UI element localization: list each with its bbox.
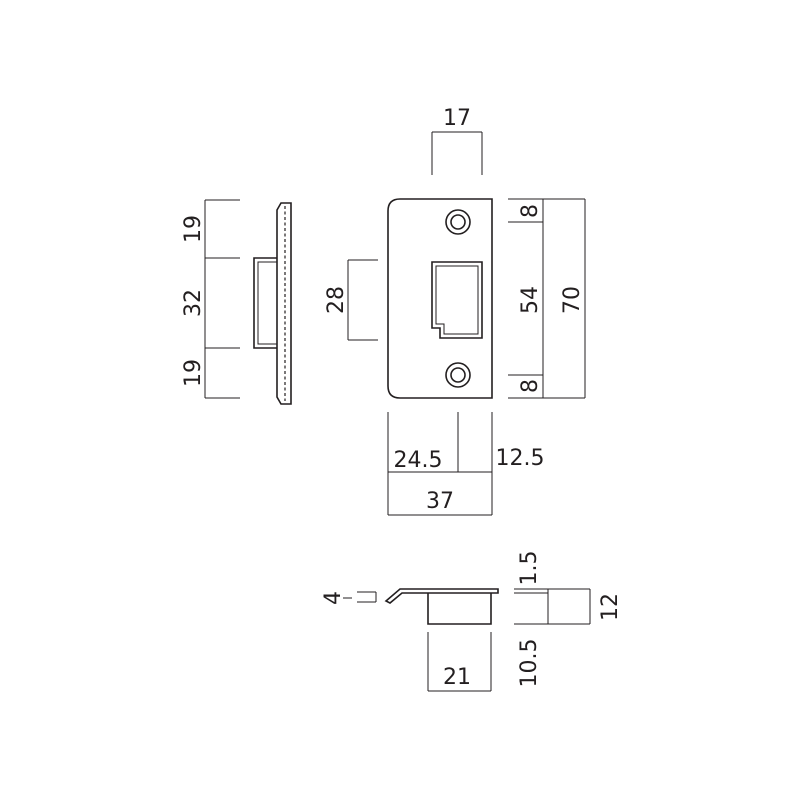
front-dim-hole-bottom-label: 8 xyxy=(518,379,543,393)
front-dim-inner-height-label: 54 xyxy=(518,286,543,314)
side-dim-top-label: 19 xyxy=(181,215,206,243)
bottom-box-profile xyxy=(427,593,492,625)
side-view: 19 32 19 xyxy=(181,199,292,405)
front-dim-total-width-label: 37 xyxy=(426,489,454,514)
bottom-plate-profile xyxy=(384,588,499,604)
front-screw-hole-bottom xyxy=(445,362,471,388)
front-dim-right-width-label: 12.5 xyxy=(496,446,545,471)
front-dim-hole-top-label: 8 xyxy=(518,204,543,218)
side-plate-profile xyxy=(276,202,292,405)
bottom-dim-plate-thickness-label: 1.5 xyxy=(517,551,542,586)
side-dim-middle-label: 32 xyxy=(181,289,206,317)
side-box-profile xyxy=(253,257,277,349)
side-dim-bottom-label: 19 xyxy=(181,359,206,387)
front-dim-opening-height-label: 28 xyxy=(324,286,349,314)
bottom-dim-box-depth-label: 10.5 xyxy=(517,639,542,688)
side-box-inner xyxy=(257,261,277,345)
front-dim-left-width-label: 24.5 xyxy=(394,448,443,473)
front-latch-opening-inner xyxy=(435,265,479,335)
bottom-dim-lip-label: 4 xyxy=(321,591,346,605)
front-view: 17 28 8 54 8 70 xyxy=(324,106,586,516)
bottom-dim-total-depth-label: 12 xyxy=(598,593,623,621)
bottom-view: 4 21 1.5 10.5 12 xyxy=(321,551,623,692)
bottom-dim-box-width-label: 21 xyxy=(443,665,471,690)
front-latch-opening xyxy=(431,261,483,339)
front-screw-hole-top xyxy=(445,209,471,235)
front-dim-top-width-label: 17 xyxy=(443,106,471,131)
front-plate-outline xyxy=(387,198,493,399)
front-dim-total-height-label: 70 xyxy=(560,286,585,314)
